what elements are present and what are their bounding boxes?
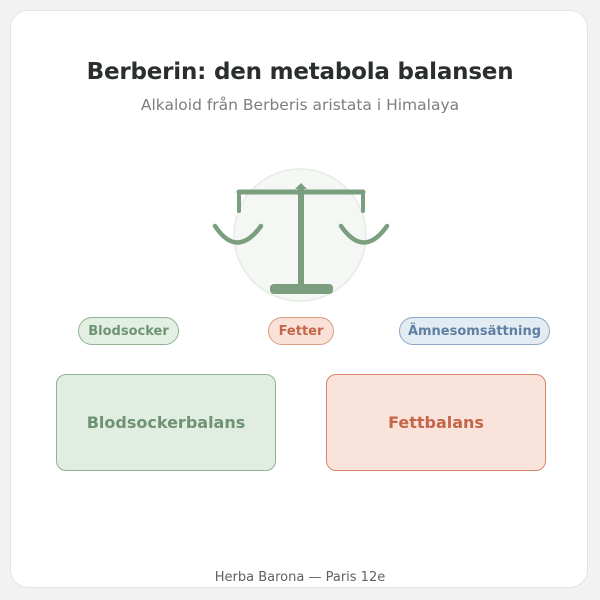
- scale-pivot: [295, 183, 307, 189]
- footer-text: Herba Barona — Paris 12e: [214, 570, 386, 585]
- balance-scale-icon: [212, 168, 390, 302]
- scale-left-pan: [212, 223, 264, 245]
- diagram-card: Berberin: den metabola balansen Alkaloid…: [10, 10, 588, 588]
- box-blodsockerbalans: Blodsockerbalans: [56, 374, 276, 471]
- tag-blodsocker: Blodsocker: [78, 317, 179, 345]
- tag-fetter: Fetter: [268, 317, 334, 345]
- scale-right-pan: [338, 223, 390, 245]
- page-title: Berberin: den metabola balansen: [86, 59, 514, 85]
- scale-base: [270, 284, 333, 294]
- page-subtitle: Alkaloid från Berberis aristata i Himala…: [140, 96, 460, 114]
- tag-amnesomsattning: Ämnesomsättning: [399, 317, 550, 345]
- box-fettbalans: Fettbalans: [326, 374, 546, 471]
